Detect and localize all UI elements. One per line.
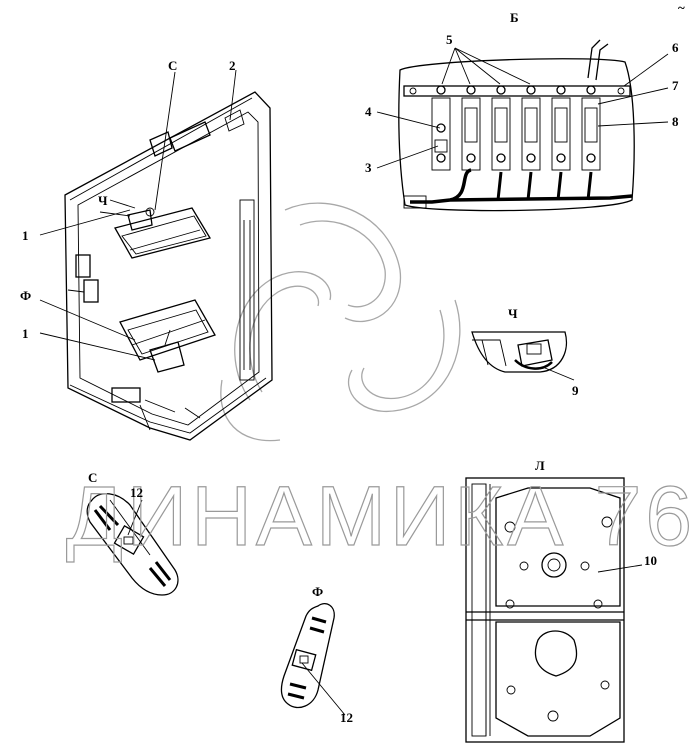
view-label-c-top: С	[168, 58, 177, 73]
callout-10: 10	[644, 553, 657, 568]
view-label-c-detail: С	[88, 470, 97, 485]
callout-8: 8	[672, 114, 679, 129]
view-label-l: Л	[535, 458, 545, 473]
callout-1-lower: 1	[22, 326, 29, 341]
door-frame-assembly	[64, 91, 273, 441]
detail-f-holder	[280, 603, 335, 709]
corner-mark: ~	[678, 0, 685, 15]
watermark-text: ДИНАМИКА 76	[66, 469, 695, 563]
callout-4: 4	[365, 104, 372, 119]
detail-c-holder	[86, 493, 179, 596]
view-label-b: Б	[510, 10, 519, 25]
detail-l-plate	[465, 477, 625, 743]
watermark-logo	[220, 202, 461, 442]
leader-lines	[39, 47, 669, 716]
view-label-ch-detail: Ч	[508, 306, 518, 321]
detail-b-panel	[398, 39, 635, 212]
callout-12-f: 12	[340, 710, 353, 725]
view-label-ch-top: Ч	[98, 193, 108, 208]
view-label-f-top: Ф	[20, 288, 31, 303]
callout-9: 9	[572, 383, 579, 398]
callout-3: 3	[365, 160, 372, 175]
view-label-f-detail: Ф	[312, 584, 323, 599]
callout-6: 6	[672, 40, 679, 55]
detail-ch	[471, 331, 567, 373]
callout-12-c: 12	[130, 485, 143, 500]
callout-2: 2	[229, 58, 236, 73]
callout-7: 7	[672, 78, 679, 93]
callout-5: 5	[446, 32, 453, 47]
callout-1-upper: 1	[22, 228, 29, 243]
